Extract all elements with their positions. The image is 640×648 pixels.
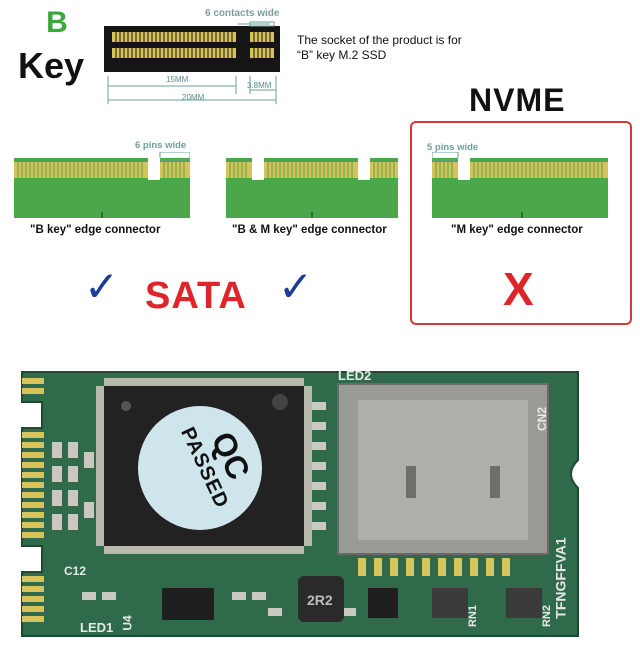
socket-description: The socket of the product is for “B” key… — [297, 33, 462, 63]
led1-label: LED1 — [80, 620, 114, 635]
m-key-connector-label: "M key" edge connector — [451, 224, 583, 236]
key-word: Key — [18, 45, 85, 86]
b-key-edge-connector — [14, 152, 190, 218]
b-key-letter: B — [46, 6, 68, 39]
pcb-board — [21, 371, 579, 637]
socket-description-line2: “B” key M.2 SSD — [297, 48, 387, 62]
b-key-connector-label: "B key" edge connector — [30, 224, 161, 236]
socket-diagram — [104, 21, 280, 104]
dim-3-8mm: 3.8MM — [247, 81, 272, 90]
cn2-label: CN2 — [535, 406, 550, 432]
socket-description-line1: The socket of the product is for — [297, 33, 462, 47]
dim-20mm: 20MM — [182, 93, 205, 102]
rn2-label: RN2 — [541, 604, 554, 628]
m-key-pin-note: 5 pins wide — [427, 142, 479, 153]
m-key-edge-connector — [432, 152, 608, 218]
rn1-label: RN1 — [467, 604, 480, 628]
checkmark-icon: ✓ — [278, 263, 314, 310]
bm-key-edge-connector — [226, 158, 398, 218]
u4-label: U4 — [120, 615, 135, 631]
bm-key-connector-label: "B & M key" edge connector — [232, 224, 387, 236]
nvme-label: NVME — [469, 82, 566, 118]
b-key-pin-note: 6 pins wide — [135, 140, 187, 151]
nvme-highlight-box — [410, 121, 632, 325]
contacts-wide-label: 6 contacts wide — [205, 8, 280, 19]
model-label: TFNGFFVA1 — [552, 537, 569, 619]
sata-label: SATA — [145, 275, 247, 317]
led2-label: LED2 — [338, 368, 372, 383]
c12-label: C12 — [64, 564, 87, 578]
cross-icon: X — [503, 263, 534, 315]
chip-2r2-label: 2R2 — [307, 592, 333, 608]
dim-15mm: 15MM — [166, 75, 189, 84]
checkmark-icon: ✓ — [84, 263, 120, 310]
